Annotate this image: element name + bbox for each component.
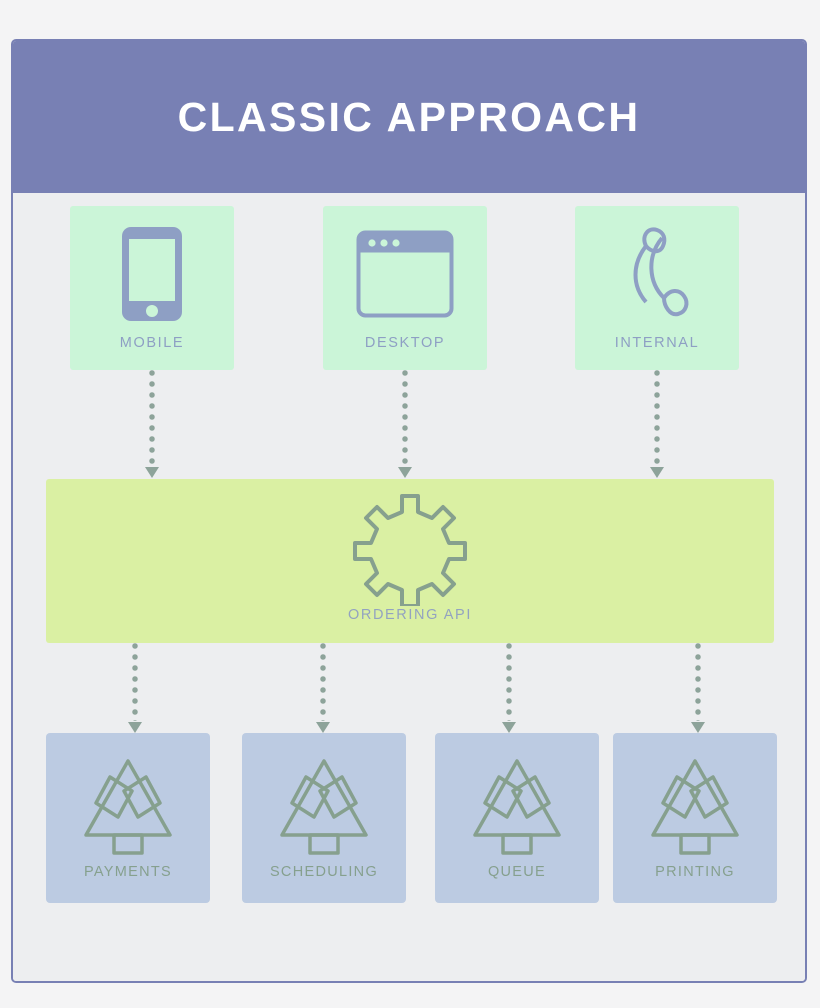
arrow-internal-to-api [650, 370, 664, 479]
ordering-api-label: ORDERING API [348, 607, 472, 623]
service-label: PRINTING [655, 864, 735, 880]
arrow-dotted-line [149, 370, 155, 465]
arrow-head-icon [316, 722, 330, 733]
service-row: PAYMENTS SCHEDULING [13, 733, 805, 903]
client-label: INTERNAL [614, 335, 700, 351]
page-title: CLASSIC APPROACH [177, 93, 641, 140]
arrow-api-to-scheduling [316, 643, 330, 733]
pine-tree-icon [46, 752, 210, 858]
arrow-dotted-line [320, 643, 326, 721]
arrow-api-to-queue [502, 643, 516, 733]
service-box-scheduling[interactable]: SCHEDULING [242, 733, 406, 903]
service-label: SCHEDULING [269, 864, 379, 880]
arrow-api-to-printing [691, 643, 705, 733]
diagram-header: CLASSIC APPROACH [13, 41, 805, 193]
service-box-printing[interactable]: PRINTING [613, 733, 777, 903]
ordering-api-band[interactable]: ORDERING API [46, 479, 774, 643]
arrow-head-icon [128, 722, 142, 733]
pine-tree-icon [613, 752, 777, 858]
arrow-dotted-line [506, 643, 512, 721]
diagram-body: MOBILE DESKTOP [13, 193, 805, 981]
arrow-head-icon [650, 467, 664, 478]
mobile-phone-icon [70, 224, 234, 324]
pine-tree-icon [242, 752, 406, 858]
arrow-dotted-line [132, 643, 138, 721]
arrow-desktop-to-api [398, 370, 412, 479]
diagram-card: CLASSIC APPROACH MOBILE [11, 39, 807, 983]
arrow-dotted-line [695, 643, 701, 721]
arrow-api-to-payments [128, 643, 142, 733]
client-label: MOBILE [119, 335, 185, 351]
client-box-mobile[interactable]: MOBILE [70, 206, 234, 370]
arrow-mobile-to-api [145, 370, 159, 479]
gear-icon [46, 494, 774, 606]
service-label: PAYMENTS [83, 864, 172, 880]
telephone-handset-icon [575, 224, 739, 324]
client-row: MOBILE DESKTOP [13, 206, 805, 370]
service-box-queue[interactable]: QUEUE [435, 733, 599, 903]
client-box-desktop[interactable]: DESKTOP [323, 206, 487, 370]
arrow-head-icon [145, 467, 159, 478]
arrow-head-icon [691, 722, 705, 733]
browser-window-icon [323, 224, 487, 324]
client-label: DESKTOP [364, 335, 446, 351]
arrow-head-icon [502, 722, 516, 733]
service-label: QUEUE [487, 864, 547, 880]
service-box-payments[interactable]: PAYMENTS [46, 733, 210, 903]
arrow-dotted-line [654, 370, 660, 465]
arrow-head-icon [398, 467, 412, 478]
arrow-dotted-line [402, 370, 408, 465]
client-box-internal[interactable]: INTERNAL [575, 206, 739, 370]
pine-tree-icon [435, 752, 599, 858]
